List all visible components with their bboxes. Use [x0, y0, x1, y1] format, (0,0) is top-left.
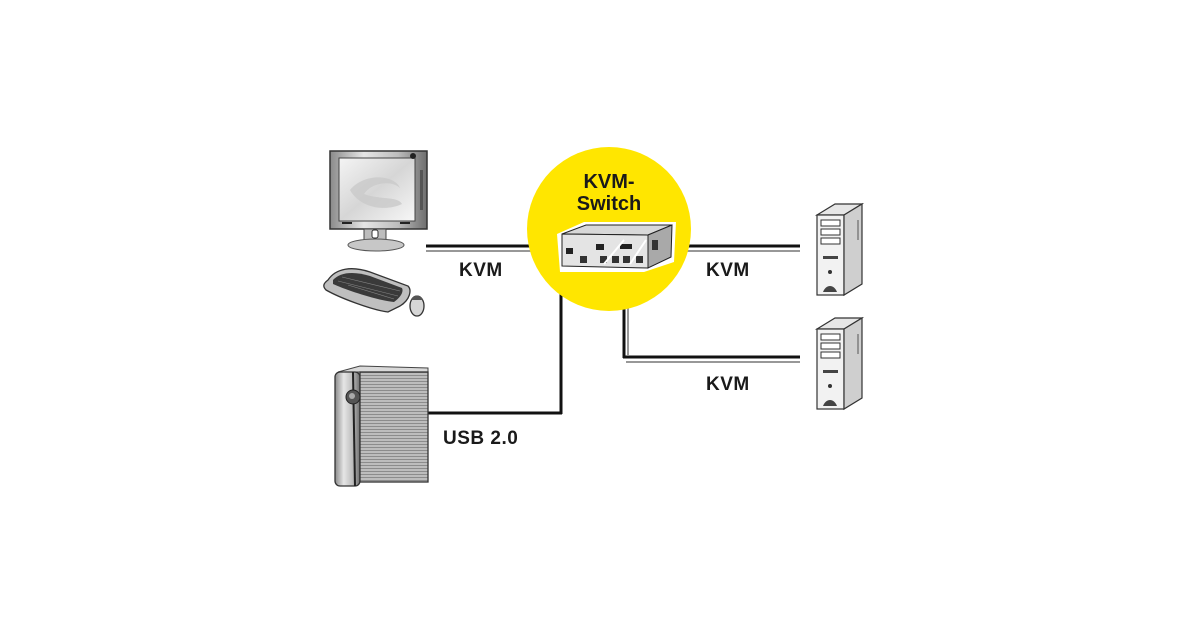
mouse-icon[interactable] [409, 295, 425, 317]
kvm-switch-device-icon [557, 222, 676, 272]
connection-label-console: KVM [459, 260, 503, 281]
connection-label-usb: USB 2.0 [443, 428, 519, 449]
hub-label-line2: Switch [576, 193, 642, 215]
cable-pc1-kvm [684, 244, 800, 252]
pc-tower-2-icon[interactable] [814, 316, 865, 411]
hub-label-line1: KVM- [583, 171, 635, 193]
cable-usb [426, 292, 563, 415]
external-drive-icon[interactable] [334, 365, 429, 487]
connection-label-pc1: KVM [706, 260, 750, 281]
keyboard-icon[interactable] [323, 268, 411, 313]
pc-tower-1-icon[interactable] [814, 202, 865, 297]
connection-label-pc2: KVM [706, 374, 750, 395]
cable-pc2-kvm [622, 300, 800, 363]
cable-console-kvm [426, 244, 540, 252]
monitor-icon[interactable] [329, 150, 428, 252]
